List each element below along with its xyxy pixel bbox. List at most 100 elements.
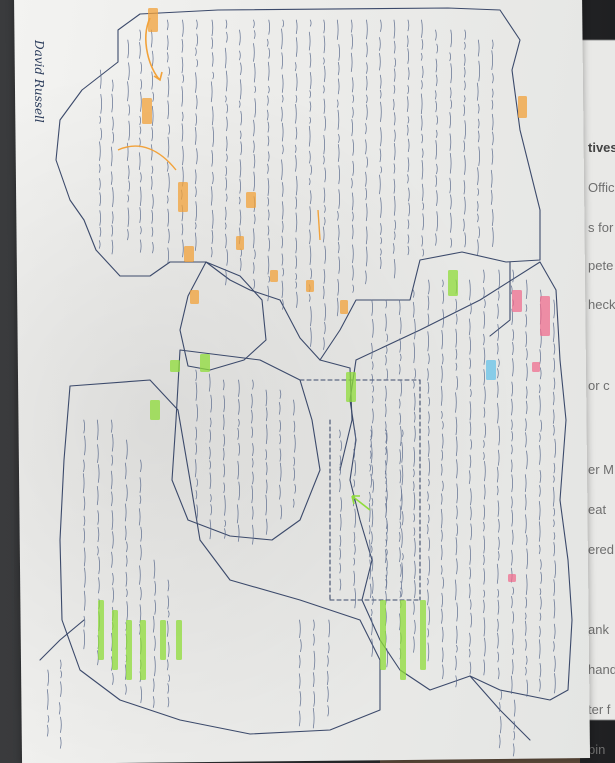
handwriting-line-36: [454, 279, 458, 688]
handwriting-line-5: [150, 29, 154, 254]
handwriting-line-48: [251, 379, 254, 545]
monitor-text-11: hand: [588, 662, 615, 677]
handwriting-line-12: [252, 19, 256, 289]
handwriting-line-4: [138, 29, 142, 253]
monitor-text-6: or c: [588, 378, 610, 393]
pink-highlight-2: [512, 290, 522, 312]
monitor-text-1: tives: [588, 140, 615, 155]
orange-arrow-1: [145, 17, 163, 82]
handwriting-line-35: [440, 279, 444, 680]
green-highlight-4: [448, 270, 458, 296]
handwriting-line-47: [236, 379, 240, 542]
handwriting-line-34: [426, 279, 430, 662]
handwriting-line-62: [152, 559, 156, 708]
handwriting-line-46: [222, 379, 226, 539]
blue-highlight-1: [486, 360, 496, 380]
orange-highlight-2: [142, 98, 152, 124]
handwriting-line-28: [476, 39, 480, 256]
handwriting-line-22: [392, 19, 396, 279]
handwriting-line-2: [110, 79, 114, 255]
green-highlight-3: [346, 372, 356, 402]
monitor-text-10: ank: [588, 622, 609, 637]
monitor-text-4: pete: [588, 258, 614, 273]
handwriting-line-64: [298, 619, 302, 727]
green-highlight-6: [400, 600, 406, 680]
orange-tick: [317, 209, 321, 241]
handwriting-line-27: [463, 29, 466, 248]
orange-arrow-2: [117, 145, 177, 171]
handwriting-line-33: [412, 289, 416, 653]
handwriting-line-8: [194, 19, 198, 251]
handwriting-line-29: [490, 39, 494, 247]
orange-highlight-3: [178, 182, 188, 212]
green-highlight-12: [160, 620, 166, 660]
connector-3: [39, 619, 85, 661]
author-signature: David Russell: [32, 40, 46, 123]
orange-highlight-5: [246, 192, 256, 208]
handwriting-line-42: [538, 289, 542, 692]
handwriting-line-40: [510, 269, 514, 694]
pink-highlight-1: [540, 296, 550, 336]
outline-middle-box: [179, 261, 267, 371]
orange-highlight-11: [340, 300, 348, 314]
handwriting-line-69: [58, 659, 62, 749]
monitor-text-2: Offic: [588, 180, 615, 195]
green-highlight-13: [176, 620, 182, 660]
handwriting-line-18: [336, 19, 340, 317]
handwriting-line-21: [379, 19, 382, 269]
handwriting-line-50: [278, 389, 282, 520]
handwriting-line-30: [370, 299, 374, 657]
orange-highlight-1: [148, 8, 158, 32]
orange-highlight-9: [270, 270, 278, 282]
handwriting-line-52: [339, 429, 342, 591]
handwriting-line-25: [434, 29, 438, 246]
green-highlight-1: [170, 360, 180, 372]
handwriting-line-63: [166, 579, 170, 708]
handwriting-line-15: [294, 19, 298, 308]
green-highlight-14: [150, 400, 160, 420]
outline-center-region: [171, 349, 321, 541]
handwriting-line-68: [512, 699, 516, 757]
green-highlight-11: [140, 620, 146, 680]
green-arrow: [351, 495, 371, 511]
handwriting-line-23: [406, 19, 410, 256]
orange-highlight-7: [190, 290, 199, 304]
green-highlight-2: [200, 354, 210, 372]
handwriting-line-9: [210, 19, 214, 258]
handwriting-line-17: [322, 19, 326, 350]
handwriting-line-14: [281, 19, 284, 310]
handwriting-line-7: [180, 19, 184, 258]
handwriting-line-13: [266, 19, 270, 302]
handwriting-line-38: [483, 269, 486, 676]
handwriting-line-54: [368, 429, 372, 599]
handwriting-line-66: [326, 619, 330, 717]
handwriting-line-24: [420, 19, 424, 257]
handwriting-line-39: [496, 269, 500, 680]
orange-highlight-8: [236, 236, 244, 250]
green-highlight-10: [126, 620, 132, 680]
handwriting-line-1: [98, 69, 102, 249]
monitor-text-7: er M: [588, 462, 614, 477]
handwriting-line-67: [498, 689, 502, 749]
monitor-text-8: eat: [588, 502, 607, 517]
handwriting-line-51: [292, 399, 296, 508]
handwriting-line-41: [524, 279, 528, 697]
handwriting-line-10: [224, 19, 228, 286]
handwriting-line-55: [384, 429, 388, 588]
handwriting-line-11: [238, 29, 242, 271]
orange-highlight-6: [518, 96, 527, 118]
monitor-text-5: heck: [588, 297, 615, 312]
monitor-text-3: s for: [588, 220, 614, 235]
orange-highlight-10: [306, 280, 314, 292]
handwriting-line-37: [468, 279, 472, 675]
handwriting-line-70: [46, 669, 50, 737]
green-highlight-5: [380, 600, 386, 670]
monitor-text-13: bin: [588, 742, 606, 757]
handwriting-line-56: [400, 429, 404, 597]
handwriting-line-44: [194, 369, 198, 520]
handwriting-line-26: [449, 29, 452, 248]
monitor-text-12: ter f: [588, 702, 611, 717]
handwriting-line-20: [365, 19, 368, 285]
